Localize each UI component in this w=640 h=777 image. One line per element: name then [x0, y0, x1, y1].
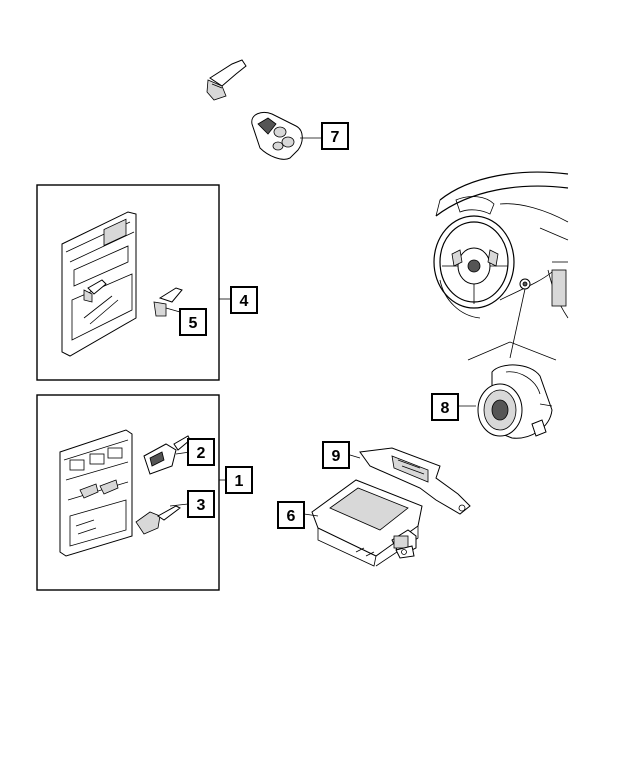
callout-1: 1: [225, 466, 253, 494]
callout-7: 7: [321, 122, 349, 150]
key-fob-7: [251, 111, 322, 160]
callout-4: 4: [230, 286, 258, 314]
kit-box-4: [36, 184, 220, 381]
emergency-key-blade: [206, 59, 247, 101]
bracket-9: [349, 447, 471, 515]
callout-2-label: 2: [197, 445, 206, 462]
control-module-6: [303, 479, 423, 567]
callout-8-label: 8: [441, 400, 450, 417]
dashboard-view: [433, 171, 569, 361]
callout-2: 2: [187, 438, 215, 466]
callout-3: 3: [187, 490, 215, 518]
kit-box-1: [36, 394, 220, 591]
callout-8: 8: [431, 393, 459, 421]
ignition-switch-8: [458, 364, 553, 439]
callout-1-label: 1: [235, 473, 244, 490]
callout-9-label: 9: [332, 448, 341, 465]
callout-3-label: 3: [197, 497, 206, 514]
callout-6: 6: [277, 501, 305, 529]
callout-5: 5: [179, 308, 207, 336]
callout-5-label: 5: [189, 315, 198, 332]
callout-7-label: 7: [331, 129, 340, 146]
callout-9: 9: [322, 441, 350, 469]
callout-4-label: 4: [240, 293, 249, 310]
callout-6-label: 6: [287, 508, 296, 525]
